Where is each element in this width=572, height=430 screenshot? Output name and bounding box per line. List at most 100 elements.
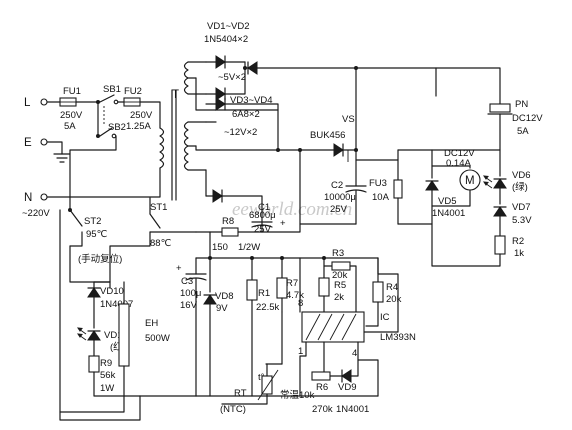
r5-value: 2k <box>334 292 344 303</box>
r5-name: R5 <box>334 280 346 291</box>
ic-part: LM393N <box>380 332 416 343</box>
transformer: T <box>159 61 279 201</box>
live-label: L <box>24 97 31 109</box>
r2-name: R2 <box>512 236 524 247</box>
r8-name: R8 <box>222 216 234 227</box>
r6-value: 270k <box>312 404 333 415</box>
c1-polarity: + <box>280 218 286 229</box>
eh-name: EH <box>145 318 158 329</box>
vd1-diode <box>215 55 226 69</box>
pn-current: 5A <box>517 126 529 137</box>
eh-heater <box>118 303 130 367</box>
vd7-name: VD7 <box>512 202 530 213</box>
mains-voltage-label: ~220V <box>22 208 50 219</box>
r4-resistor <box>372 281 384 303</box>
vd11-name: VD11 <box>104 330 127 341</box>
earth-label: E <box>24 137 32 149</box>
vd3-vd4-part: 6A8×2 <box>232 109 260 120</box>
r4-name: R4 <box>386 282 398 293</box>
sb1-switch <box>99 94 115 103</box>
vd4-diode <box>212 189 223 203</box>
ic-pin8: 8 <box>298 298 303 309</box>
fu2-name: FU2 <box>124 86 142 97</box>
r2-resistor <box>494 235 506 255</box>
winding-5v: ~5V×2 <box>218 72 246 83</box>
c3-voltage: 16V <box>180 300 198 311</box>
rt-t-mark: t° <box>258 372 265 383</box>
vd7-zener <box>493 206 507 217</box>
r7-value: 4.7k <box>286 290 304 301</box>
fu3-rating: 10A <box>372 192 390 203</box>
vd9-part: 1N4001 <box>336 404 369 415</box>
vd5-name: VD5 <box>438 196 456 207</box>
r7-name: R7 <box>286 278 298 289</box>
c3-polarity: + <box>176 263 182 274</box>
r6-resistor <box>311 371 331 381</box>
vd3-diode <box>215 97 226 111</box>
r3-name: R3 <box>332 248 344 259</box>
heater-section: VD10 1N4007 VD11 (红) R9 56k 1W EH 500W <box>59 209 170 413</box>
vd8-name: VD8 <box>215 291 233 302</box>
vd10-name: VD10 <box>100 286 124 297</box>
rectifier-12v: VD3~VD4 6A8×2 ~12V×2 <box>205 95 302 215</box>
r3-value: 20k <box>332 270 348 281</box>
r9-resistor <box>88 355 100 373</box>
control-section: + C3 100μ 16V VD8 9V R1 22.5k R7 4.7k R3… <box>59 248 416 421</box>
r6-name: R6 <box>316 382 328 393</box>
r9-power: 1W <box>100 383 114 394</box>
fu1-voltage: 250V <box>60 110 83 121</box>
vs-part: BUK456 <box>310 130 345 141</box>
r3-resistor <box>331 261 351 271</box>
winding-12v: ~12V×2 <box>224 127 257 138</box>
rectifier-5v: VD1~VD2 1N5404×2 ~5V×2 <box>204 21 437 101</box>
vd6-name: VD6 <box>512 170 530 181</box>
vd2-diode <box>215 87 226 101</box>
st2-note: (手动复位) <box>78 253 122 265</box>
rt-note: 常温10k <box>280 389 315 401</box>
pn-element <box>489 103 511 113</box>
r8-value: 150 <box>212 242 228 253</box>
vd6-color: (绿) <box>512 181 528 193</box>
vd1-vd2-part: 1N5404×2 <box>204 34 248 45</box>
c3-value: 100μ <box>180 288 201 299</box>
ic-name: IC <box>380 312 390 323</box>
vd5-diode <box>425 180 439 191</box>
fu3-fuse <box>393 179 403 199</box>
vd6-led <box>493 178 507 189</box>
sb2-label: SB2 <box>108 122 126 133</box>
c2-value: 10000μ <box>324 192 356 203</box>
eh-power: 500W <box>145 333 170 344</box>
rt-name: RT <box>234 388 247 399</box>
vd11-led <box>87 330 101 341</box>
output-load-section: PN DC12V 5A DC12V 0.14A M VD5 1N4001 VD6… <box>425 67 543 267</box>
vd7-value: 5.3V <box>512 215 532 226</box>
fu3-name: FU3 <box>369 178 387 189</box>
c1-name: C1 <box>258 202 270 213</box>
st1-name: ST1 <box>150 202 167 213</box>
ic-pin4: 4 <box>352 348 357 359</box>
neutral-terminal <box>40 193 48 201</box>
motor-voltage: DC12V <box>444 148 475 159</box>
r9-value: 56k <box>100 370 116 381</box>
c2-name: C2 <box>331 180 343 191</box>
r1-value: 22.5k <box>256 302 279 313</box>
vd9-name: VD9 <box>338 382 356 393</box>
ic-pin1: 1 <box>298 346 303 357</box>
mains-input: L E N ~220V FU1 250V 5A SB1 FU2 250V 1.2… <box>22 84 161 219</box>
c1-voltage: 25V <box>254 224 272 235</box>
vd1-vd2-name: VD1~VD2 <box>207 21 250 32</box>
sb1-label: SB1 <box>103 84 121 95</box>
vs-name: VS <box>342 114 355 125</box>
r1-resistor <box>246 279 258 301</box>
rt-type: (NTC) <box>220 404 246 415</box>
c1-value: 6800μ <box>249 210 276 221</box>
r5-resistor <box>318 277 330 297</box>
vd10-part: 1N4007 <box>100 299 133 310</box>
vd3-vd4-name: VD3~VD4 <box>230 95 273 106</box>
sb2-switch <box>99 127 113 137</box>
fu2-voltage: 250V <box>130 110 153 121</box>
pn-voltage: DC12V <box>512 113 543 124</box>
motor-current: 0.14A <box>446 158 471 169</box>
r4-value: 20k <box>386 294 402 305</box>
